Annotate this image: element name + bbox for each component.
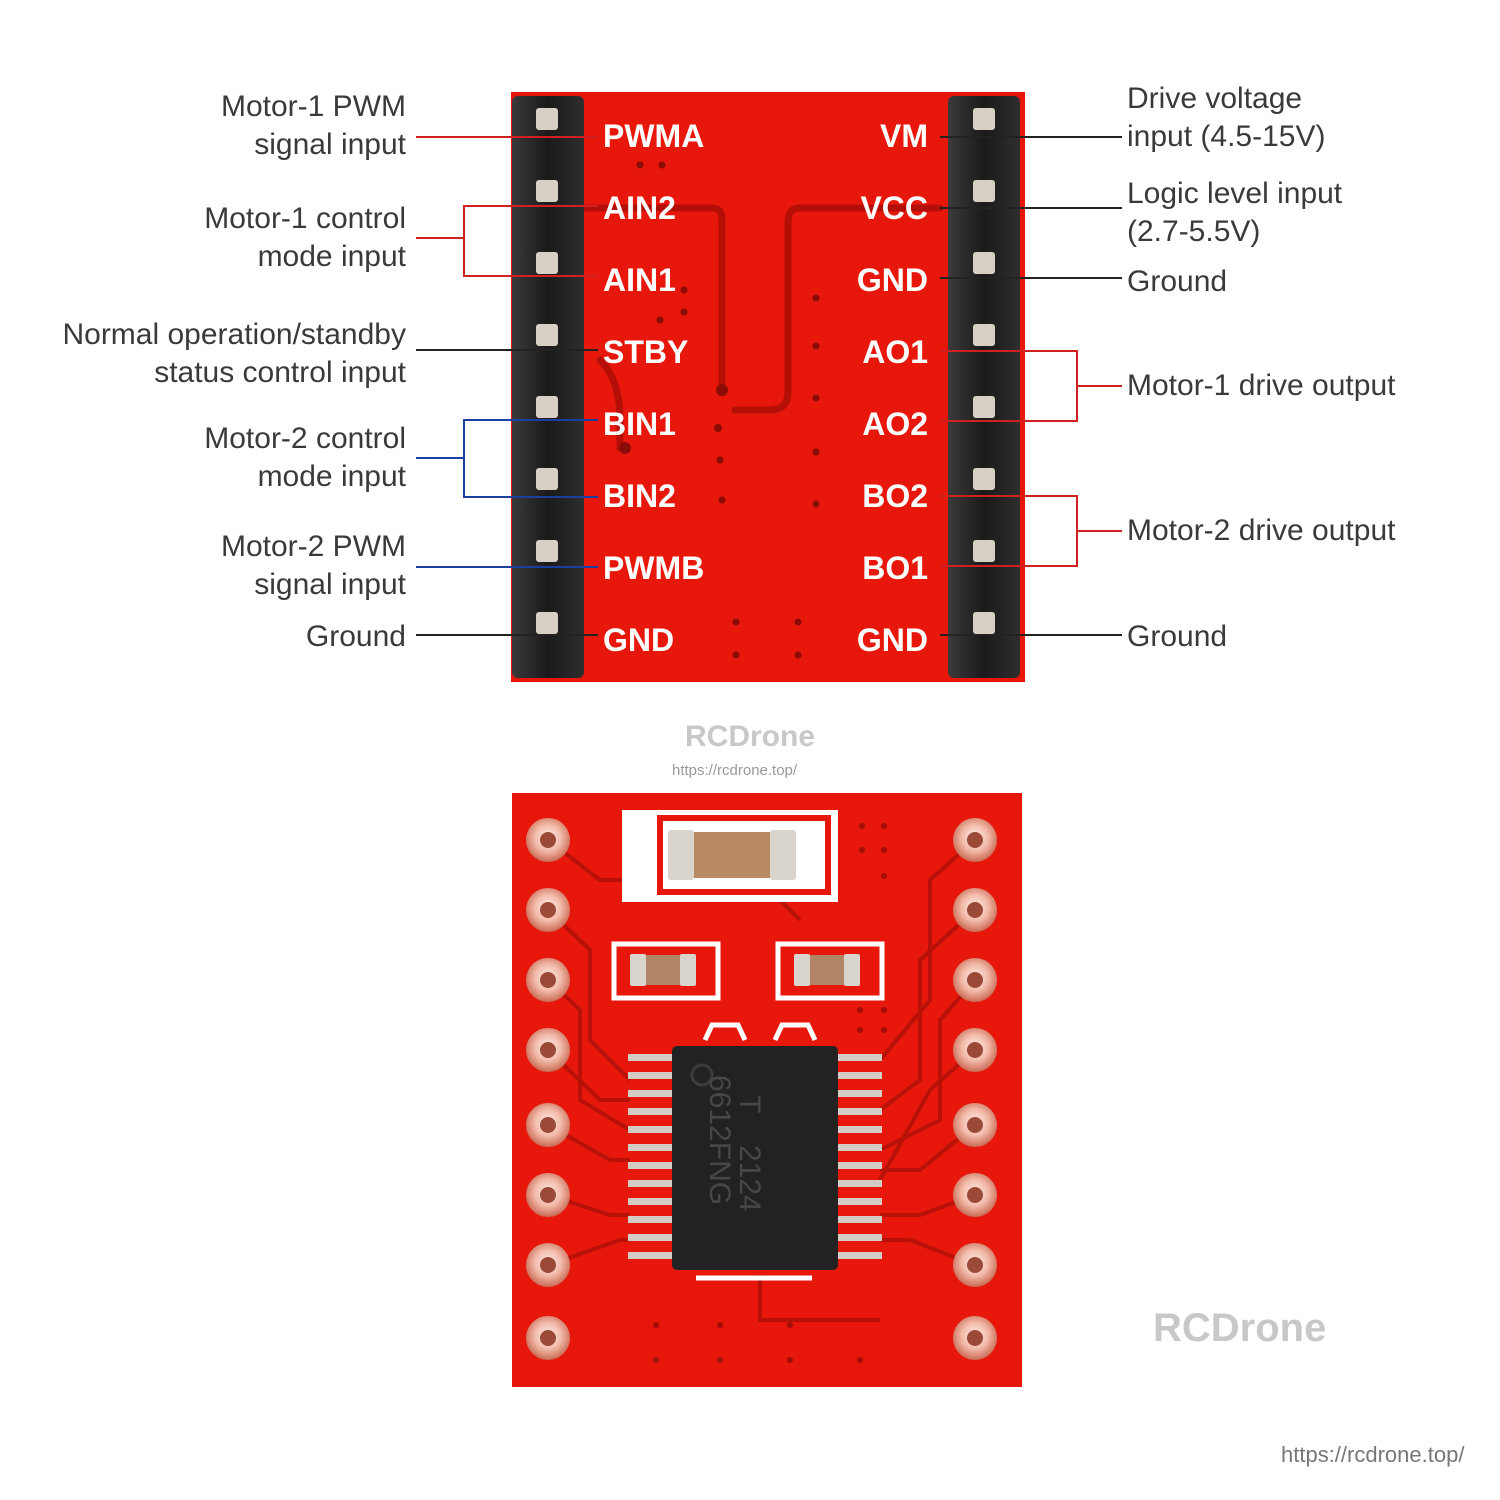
label-drive-voltage-line1: Drive voltage <box>1127 82 1303 115</box>
label-motor2-pwm-line2: signal input <box>254 568 406 601</box>
top-pcb <box>511 92 1025 682</box>
label-ground-left: Ground <box>306 618 406 656</box>
label-motor2-control-line2: mode input <box>257 460 406 493</box>
pin-label-pwma: PWMA <box>603 118 704 154</box>
callout-ain-bracket <box>416 205 598 277</box>
label-standby-control-line2: status control input <box>154 356 406 389</box>
left-pin-header <box>512 96 584 678</box>
label-motor1-pwm-line2: signal input <box>254 128 406 161</box>
pin-label-gnd-right-bottom: GND <box>857 622 928 658</box>
pin-label-gnd-left: GND <box>603 622 674 658</box>
chip-marking-line3: 6612FNG <box>703 1075 736 1205</box>
chip-silkscreen <box>696 1022 818 1281</box>
small-capacitor-right <box>775 941 885 1001</box>
left-pin-labels: PWMA AIN2 AIN1 STBY BIN1 BIN2 PWMB GND <box>603 118 704 658</box>
chip-leads <box>628 1054 882 1259</box>
watermark-brand-center: RCDrone <box>685 720 816 753</box>
chip-marking-line2: 2124 <box>733 1145 766 1212</box>
label-motor2-output: Motor-2 drive output <box>1127 512 1395 550</box>
label-ground-right-bottom-line1: Ground <box>1127 620 1228 653</box>
label-drive-voltage: Drive voltage input (4.5-15V) <box>1127 80 1325 156</box>
label-logic-level-line1: Logic level input <box>1127 177 1343 210</box>
bottom-left-pads <box>526 818 570 1360</box>
bulk-capacitor <box>622 810 838 902</box>
bottom-right-pads <box>953 818 997 1360</box>
label-motor1-control: Motor-1 control mode input <box>204 200 406 276</box>
pin-label-gnd-right-top: GND <box>857 262 928 298</box>
pin-label-vm: VM <box>880 118 928 154</box>
label-motor2-pwm: Motor-2 PWM signal input <box>221 528 406 604</box>
chip-marking: T 2124 6612FNG <box>703 1075 766 1212</box>
label-motor2-pwm-line1: Motor-2 PWM <box>220 530 406 563</box>
label-standby-control: Normal operation/standby status control … <box>62 316 406 392</box>
pin-label-ain2: AIN2 <box>603 190 676 226</box>
label-logic-level: Logic level input (2.7-5.5V) <box>1127 175 1342 251</box>
callout-bo-bracket <box>940 495 1122 567</box>
top-vias <box>619 161 820 659</box>
pin-label-vcc: VCC <box>860 190 928 226</box>
label-drive-voltage-line2: input (4.5-15V) <box>1127 120 1326 153</box>
label-logic-level-line2: (2.7-5.5V) <box>1127 215 1261 248</box>
label-motor2-output-line1: Motor-2 drive output <box>1127 514 1396 547</box>
right-pin-labels: VM VCC GND AO1 AO2 BO2 BO1 GND <box>857 118 928 658</box>
pin-label-stby: STBY <box>603 334 688 370</box>
label-motor1-control-line1: Motor-1 control <box>204 202 406 235</box>
chip-pin1-marker <box>690 1063 714 1087</box>
watermark-url-corner: https://rcdrone.top/ <box>1281 1442 1465 1467</box>
label-ground-right-top: Ground <box>1127 263 1227 301</box>
bottom-vias <box>653 823 887 1363</box>
pin-label-ain1: AIN1 <box>603 262 676 298</box>
pin-label-pwmb: PWMB <box>603 550 704 586</box>
label-motor1-pwm-line1: Motor-1 PWM <box>220 90 406 123</box>
driver-chip <box>672 1046 838 1270</box>
right-header-pins <box>973 108 995 634</box>
pin-label-bin1: BIN1 <box>603 406 676 442</box>
bottom-board: T 2124 6612FNG <box>512 793 1022 1387</box>
right-pin-header <box>948 96 1020 678</box>
pin-label-ao1: AO1 <box>862 334 928 370</box>
label-motor1-control-line2: mode input <box>257 240 406 273</box>
callout-ao-bracket <box>940 350 1122 422</box>
pin-label-bo1: BO1 <box>862 550 928 586</box>
pin-label-bin2: BIN2 <box>603 478 676 514</box>
callout-lines <box>416 136 1122 636</box>
label-ground-right-top-line1: Ground <box>1127 265 1228 298</box>
pin-label-ao2: AO2 <box>862 406 928 442</box>
chip-marking-line1: T <box>733 1095 766 1113</box>
left-header-pins <box>536 108 558 634</box>
label-motor1-output-line1: Motor-1 drive output <box>1127 369 1396 402</box>
pin-label-bo2: BO2 <box>862 478 928 514</box>
label-motor1-pwm: Motor-1 PWM signal input <box>221 88 406 164</box>
callout-bin-bracket <box>416 419 598 498</box>
top-board: PWMA AIN2 AIN1 STBY BIN1 BIN2 PWMB GND V… <box>511 92 1025 682</box>
label-ground-left-line1: Ground <box>305 620 406 653</box>
label-motor2-control-line1: Motor-2 control <box>204 422 406 455</box>
watermark-brand-right: RCDrone <box>1153 1306 1327 1350</box>
label-ground-right-bottom: Ground <box>1127 618 1227 656</box>
small-capacitor-left <box>611 941 721 1001</box>
top-pcb-traces <box>571 204 944 452</box>
label-motor1-output: Motor-1 drive output <box>1127 367 1395 405</box>
watermark-url-center: https://rcdrone.top/ <box>672 762 798 779</box>
label-standby-control-line1: Normal operation/standby <box>62 318 406 351</box>
label-motor2-control: Motor-2 control mode input <box>204 420 406 496</box>
